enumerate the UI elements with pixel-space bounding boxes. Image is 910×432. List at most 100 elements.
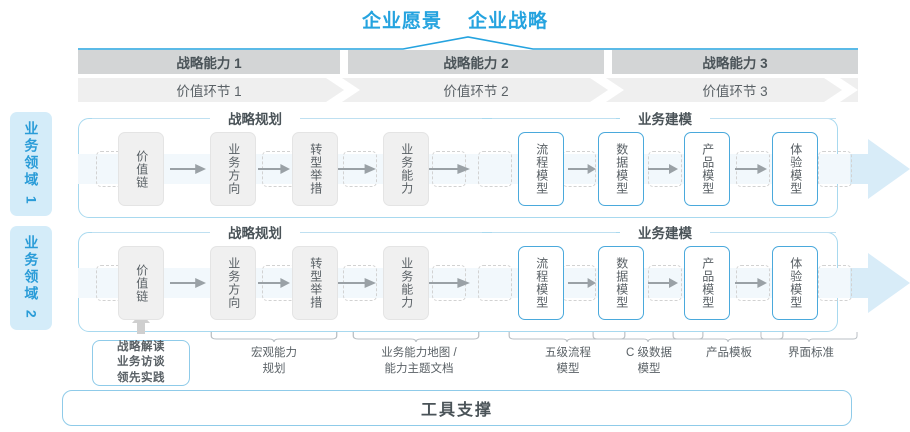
flow-arrow-icon xyxy=(568,164,596,174)
flow-arrow-icon xyxy=(428,164,470,174)
flow-arrow-icon xyxy=(170,164,206,174)
flow-arrow-tip-1 xyxy=(838,139,910,199)
flow-arrow-icon xyxy=(428,278,470,288)
step-box[interactable]: 业务方向 xyxy=(210,132,256,206)
flow-arrow-icon xyxy=(648,278,678,288)
step-box[interactable]: 业务方向 xyxy=(210,246,256,320)
enterprise-vision-title: 企业愿景 xyxy=(361,10,442,32)
value-chain-chevron-2 xyxy=(590,78,624,102)
value-chain-bar-2[interactable]: 价值环节 2 xyxy=(348,78,604,102)
step-box[interactable]: 数据模型 xyxy=(598,132,644,206)
placeholder-slot xyxy=(478,265,512,301)
section-rule xyxy=(492,118,616,119)
value-chain-bar-1[interactable]: 价值环节 1 xyxy=(78,78,340,102)
step-box-label: 流程模型 xyxy=(534,257,549,309)
step-box[interactable]: 业务能力 xyxy=(383,246,429,320)
step-box-label: 价值链 xyxy=(134,149,149,189)
toolbox-line-1: 战略解读 xyxy=(117,340,165,353)
step-box[interactable]: 体验模型 xyxy=(772,132,818,206)
section-title-modeling: 业务建模 xyxy=(620,224,710,241)
toolbox-line-2: 业务访谈 xyxy=(117,356,165,369)
step-box[interactable]: 流程模型 xyxy=(518,132,564,206)
step-box-label: 业务方向 xyxy=(226,143,241,195)
flow-band-connector-2 xyxy=(820,268,850,298)
flow-arrow-icon xyxy=(338,278,376,288)
flow-arrow-icon xyxy=(258,164,290,174)
section-rule xyxy=(292,232,482,233)
brace-connector xyxy=(760,332,858,343)
value-chain-bar-3[interactable]: 价值环节 3 xyxy=(612,78,858,102)
flow-arrow-tip-2 xyxy=(838,253,910,313)
value-chain-bar-label: 价值环节 1 xyxy=(176,84,242,99)
value-chain-chevron-3 xyxy=(824,78,858,102)
step-box[interactable]: 体验模型 xyxy=(772,246,818,320)
tool-support-band: 工具支撑 xyxy=(62,390,852,426)
section-title-planning: 战略规划 xyxy=(210,110,300,127)
step-box[interactable]: 流程模型 xyxy=(518,246,564,320)
step-box-label: 产品模型 xyxy=(700,143,715,195)
step-box[interactable]: 转型举措 xyxy=(292,246,338,320)
vision-strategy-header: 企业愿景 企业战略 xyxy=(0,4,910,34)
domain-2-label: 业务领域 2 xyxy=(23,235,40,321)
capability-bar-label: 战略能力 1 xyxy=(176,56,242,71)
tool-support-label: 工具支撑 xyxy=(420,402,493,419)
flow-arrow-icon xyxy=(170,278,206,288)
capability-bar-3[interactable]: 战略能力 3 xyxy=(612,50,858,74)
flow-arrow-icon xyxy=(338,164,376,174)
section-rule xyxy=(702,118,836,119)
brace-connector xyxy=(352,332,480,343)
flow-arrow-icon xyxy=(568,278,596,288)
sidebar-item-domain-1[interactable]: 业务领域 1 xyxy=(10,112,52,216)
step-box[interactable]: 转型举措 xyxy=(292,132,338,206)
section-title-planning: 战略规划 xyxy=(210,224,300,241)
placeholder-slot xyxy=(818,151,852,187)
brace-caption: 产品模板 xyxy=(706,347,752,359)
value-chain-bars: 价值环节 1 价值环节 2 价值环节 3 xyxy=(78,78,858,102)
toolbox-line-3: 领先实践 xyxy=(117,371,165,384)
brace-caption: 业务能力地图 / 能力主题文档 xyxy=(381,347,457,375)
step-box-label: 业务能力 xyxy=(399,257,414,309)
section-rule xyxy=(702,232,836,233)
placeholder-slot xyxy=(478,151,512,187)
section-rule xyxy=(92,232,298,233)
section-rule xyxy=(492,232,616,233)
section-rule xyxy=(292,118,482,119)
step-box-label: 产品模型 xyxy=(700,257,715,309)
toolbox-strategy-inputs[interactable]: 战略解读 业务访谈 领先实践 xyxy=(92,340,190,386)
value-chain-bar-label: 价值环节 2 xyxy=(443,84,509,99)
flow-arrow-icon xyxy=(258,278,290,288)
capability-bar-2[interactable]: 战略能力 2 xyxy=(348,50,604,74)
step-box-label: 体验模型 xyxy=(788,257,803,309)
step-box-label: 转型举措 xyxy=(308,143,323,195)
step-box-label: 业务能力 xyxy=(399,143,414,195)
section-rule xyxy=(92,118,298,119)
value-chain-background xyxy=(78,78,858,102)
flow-arrow-icon xyxy=(735,164,767,174)
placeholder-slot xyxy=(818,265,852,301)
brace-caption: 五级流程 模型 xyxy=(545,347,591,375)
enterprise-strategy-title: 企业战略 xyxy=(468,10,549,32)
capability-bar-label: 战略能力 3 xyxy=(702,56,768,71)
strategic-capability-bars: 战略能力 1 战略能力 2 战略能力 3 xyxy=(78,50,858,74)
step-box-label: 转型举措 xyxy=(308,257,323,309)
step-box[interactable]: 业务能力 xyxy=(383,132,429,206)
flow-arrow-icon xyxy=(648,164,678,174)
sidebar-item-domain-2[interactable]: 业务领域 2 xyxy=(10,226,52,330)
flow-band-connector-1 xyxy=(820,154,850,184)
vision-connector-line xyxy=(78,36,858,50)
step-box-label: 体验模型 xyxy=(788,143,803,195)
step-box[interactable]: 产品模型 xyxy=(684,132,730,206)
step-box-label: 业务方向 xyxy=(226,257,241,309)
brace-caption: C 级数据 模型 xyxy=(626,347,672,375)
step-box[interactable]: 产品模型 xyxy=(684,246,730,320)
step-box[interactable]: 数据模型 xyxy=(598,246,644,320)
value-chain-bar-label: 价值环节 3 xyxy=(702,84,768,99)
brace-caption: 界面标准 xyxy=(788,347,834,359)
brace-connector xyxy=(210,332,338,343)
step-box[interactable]: 价值链 xyxy=(118,246,164,320)
capability-bar-1[interactable]: 战略能力 1 xyxy=(78,50,340,74)
section-title-modeling: 业务建模 xyxy=(620,110,710,127)
brace-caption: 宏观能力 规划 xyxy=(251,347,297,375)
step-box[interactable]: 价值链 xyxy=(118,132,164,206)
